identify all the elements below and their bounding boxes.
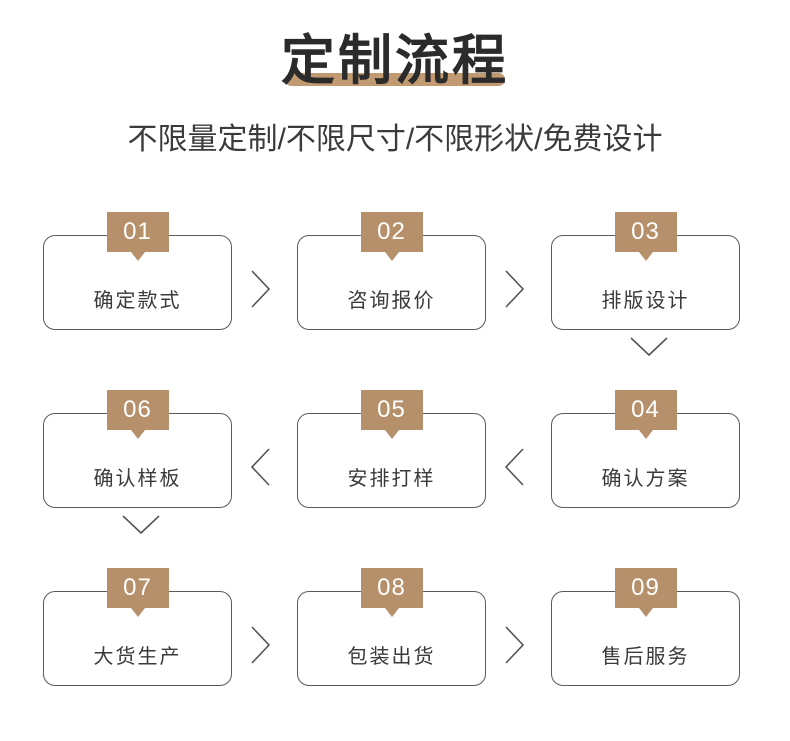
chevron-down-icon <box>627 334 671 360</box>
step-label: 咨询报价 <box>347 290 436 312</box>
step-number: 05 <box>377 396 406 423</box>
page-title-text: 定制流程 <box>281 29 509 92</box>
step-number-badge: 04 <box>614 390 677 439</box>
step-label: 包装出货 <box>347 646 436 668</box>
step-label: 确定款式 <box>93 290 182 312</box>
badge-pointer-icon <box>638 608 653 617</box>
step-label: 安排打样 <box>347 468 436 490</box>
step-label: 排版设计 <box>601 290 690 312</box>
badge-pointer-icon <box>130 252 145 261</box>
badge-pointer-icon <box>384 430 399 439</box>
page-title: 定制流程 <box>281 34 509 88</box>
flow-row-3: 07 大货生产 08 包装出货 09 售后服务 <box>0 560 790 686</box>
step-number-badge: 09 <box>614 568 677 617</box>
step-number-badge: 02 <box>360 212 423 261</box>
step-label: 大货生产 <box>93 646 182 668</box>
step-label: 确认方案 <box>601 468 690 490</box>
chevron-right-icon <box>248 623 274 667</box>
badge-pointer-icon <box>384 608 399 617</box>
badge-pointer-icon <box>384 252 399 261</box>
step-number-badge: 07 <box>106 568 169 617</box>
step-label: 售后服务 <box>601 646 690 668</box>
step-number-badge: 01 <box>106 212 169 261</box>
step-number-badge: 05 <box>360 390 423 439</box>
badge-pointer-icon <box>638 252 653 261</box>
flow-step-card[interactable]: 06 确认样板 <box>43 390 232 508</box>
flow-step-card[interactable]: 03 排版设计 <box>551 212 740 330</box>
flow-step-card[interactable]: 04 确认方案 <box>551 390 740 508</box>
chevron-right-icon <box>502 267 528 311</box>
step-number: 08 <box>377 574 406 601</box>
badge-pointer-icon <box>638 430 653 439</box>
flow-row-1: 01 确定款式 02 咨询报价 03 排版设计 <box>0 204 790 357</box>
step-number: 06 <box>123 396 152 423</box>
step-number-badge: 03 <box>614 212 677 261</box>
flow-step-card[interactable]: 02 咨询报价 <box>297 212 486 330</box>
flow-step-card[interactable]: 07 大货生产 <box>43 568 232 686</box>
chevron-left-icon <box>248 445 274 489</box>
page-subtitle: 不限量定制/不限尺寸/不限形状/免费设计 <box>127 123 663 156</box>
step-number-badge: 08 <box>360 568 423 617</box>
badge-pointer-icon <box>130 608 145 617</box>
process-flow-diagram: 01 确定款式 02 咨询报价 03 排版设计 <box>0 204 790 694</box>
step-number: 01 <box>123 218 152 245</box>
flow-step-card[interactable]: 09 售后服务 <box>551 568 740 686</box>
chevron-right-icon <box>502 623 528 667</box>
chevron-right-icon <box>248 267 274 311</box>
chevron-down-icon <box>119 512 163 538</box>
flow-row-2: 06 确认样板 05 安排打样 04 确认方案 <box>0 382 790 535</box>
page-header: 定制流程 不限量定制/不限尺寸/不限形状/免费设计 <box>0 0 790 158</box>
step-number-badge: 06 <box>106 390 169 439</box>
step-label: 确认样板 <box>93 468 182 490</box>
step-number: 03 <box>631 218 660 245</box>
step-number: 09 <box>631 574 660 601</box>
step-number: 02 <box>377 218 406 245</box>
badge-pointer-icon <box>130 430 145 439</box>
flow-step-card[interactable]: 05 安排打样 <box>297 390 486 508</box>
step-number: 07 <box>123 574 152 601</box>
step-number: 04 <box>631 396 660 423</box>
flow-step-card[interactable]: 01 确定款式 <box>43 212 232 330</box>
title-underline-bar <box>285 73 505 86</box>
chevron-left-icon <box>502 445 528 489</box>
flow-step-card[interactable]: 08 包装出货 <box>297 568 486 686</box>
